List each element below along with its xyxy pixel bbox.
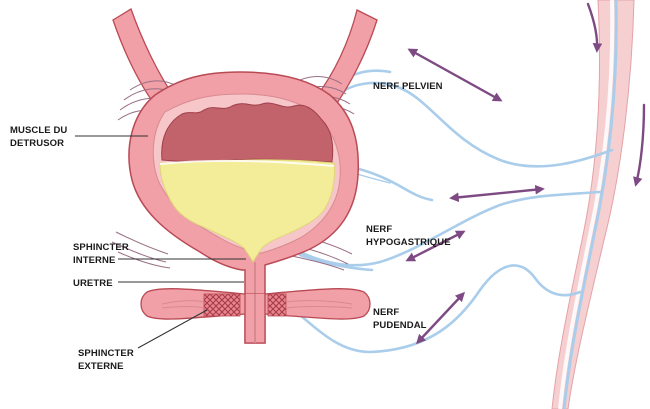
- pelvic-arrow: [410, 50, 500, 100]
- label-sphincter-interne-1: SPHINCTER: [73, 242, 129, 253]
- label-sphincter-interne-2: INTERNE: [73, 255, 115, 266]
- label-nerf-pudendal-2: PUDENDAL: [373, 320, 427, 331]
- label-nerf-hypogastrique-1: NERF: [366, 224, 392, 235]
- label-sphincter-externe-1: SPHINCTER: [78, 348, 134, 359]
- pelvic-nerve-fiber: [345, 83, 612, 166]
- label-sphincter-externe-2: EXTERNE: [78, 361, 124, 372]
- spinal-cord: [552, 0, 634, 409]
- label-nerf-pelvien: NERF PELVIEN: [373, 81, 443, 92]
- label-detrusor-1: MUSCLE DU: [10, 125, 67, 136]
- label-uretre: URETRE: [73, 278, 113, 289]
- spinal-arrow-top: [588, 4, 597, 50]
- hypogastric-arrow-upper: [452, 189, 542, 198]
- label-detrusor-2: DETRUSOR: [10, 138, 64, 149]
- label-nerf-hypogastrique-2: HYPOGASTRIQUE: [366, 237, 451, 248]
- spinal-arrow-right: [636, 105, 644, 184]
- label-nerf-pudendal-1: NERF: [373, 307, 399, 318]
